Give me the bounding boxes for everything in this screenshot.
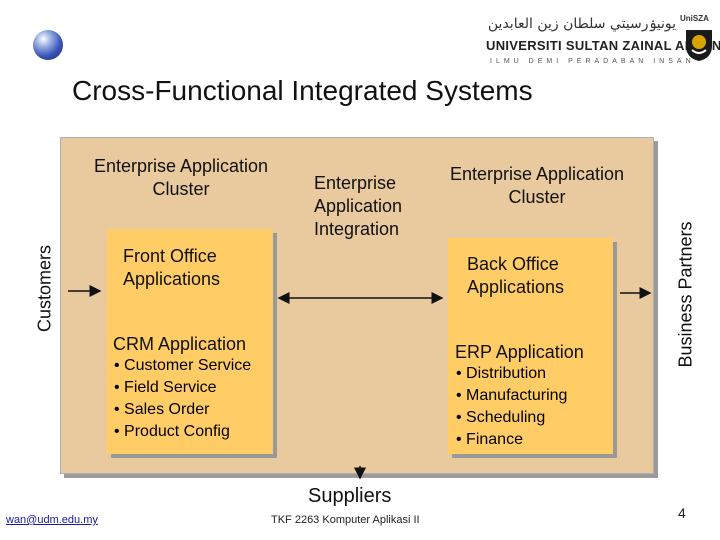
right-cluster-label: Enterprise Application Cluster — [449, 164, 625, 207]
back-office-label: Back Office Applications — [467, 254, 565, 297]
customers-label: Customers — [34, 244, 55, 333]
crm-list: • Customer Service • Field Service • Sal… — [114, 355, 251, 443]
business-partners-label: Business Partners — [675, 221, 696, 368]
globe-bullet-icon — [33, 30, 63, 60]
back-office-box — [448, 238, 613, 454]
left-cluster-label: Enterprise Application Cluster — [93, 156, 269, 199]
erp-item: • Distribution — [456, 365, 547, 382]
erp-item: • Finance — [456, 431, 523, 448]
front-office-label: Front Office Applications — [123, 246, 221, 289]
university-arabic-name: يونيۏرسيتي سلطان زين العابدين — [487, 16, 676, 32]
erp-heading: ERP Application — [455, 342, 584, 362]
university-tag: UniSZA — [680, 14, 709, 23]
university-name: UNIVERSITI SULTAN ZAINAL ABIDIN — [486, 38, 720, 53]
crm-heading: CRM Application — [113, 334, 247, 354]
crm-item: • Customer Service — [114, 357, 252, 374]
page-number: 4 — [678, 505, 686, 521]
university-crest-icon — [686, 30, 712, 61]
university-motto: ILMU DEMI PERADABAN INSAN — [490, 58, 695, 65]
crm-item: • Product Config — [114, 423, 230, 440]
erp-item: • Manufacturing — [456, 387, 568, 404]
crm-item: • Sales Order — [114, 401, 210, 418]
course-code: TKF 2263 Komputer Aplikasi II — [271, 514, 420, 526]
author-email-link[interactable]: wan@udm.edu.my — [6, 514, 98, 526]
university-logo: يونيۏرسيتي سلطان زين العابدين UNIVERSITI… — [484, 14, 720, 76]
erp-item: • Scheduling — [456, 409, 546, 426]
suppliers-label: Suppliers — [308, 485, 392, 507]
front-office-box — [107, 229, 273, 454]
crm-item: • Field Service — [114, 379, 217, 396]
erp-list: • Distribution • Manufacturing • Schedul… — [456, 363, 567, 451]
integration-label: Enterprise Application Integration — [314, 173, 403, 239]
slide-title: Cross-Functional Integrated Systems — [72, 75, 533, 106]
